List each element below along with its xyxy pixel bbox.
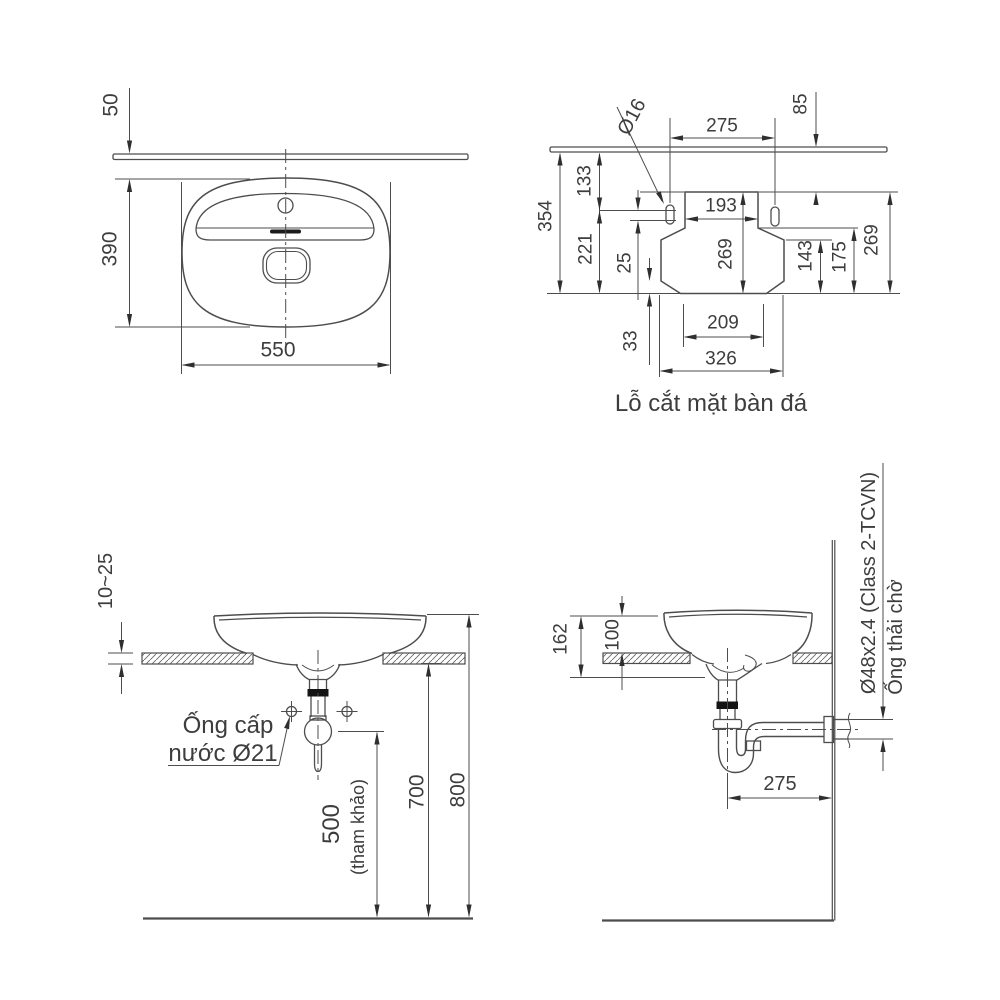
dim-supply-note: (tham khảo) [348, 778, 368, 876]
dim-175: 175 [829, 241, 851, 273]
dim-rim-height: 800 [446, 772, 470, 808]
dim-143: 143 [795, 240, 817, 272]
dim-hole-spacing: 275 [706, 115, 738, 137]
dim-supply-height: 500 [318, 803, 345, 845]
waste-pipe-label: Ø48x2.4 (Class 2-TCVN) [858, 471, 880, 695]
dim-neck-width: 193 [703, 195, 739, 217]
dim-overall-height: 354 [535, 200, 557, 232]
dim-counter-height: 700 [405, 774, 429, 810]
dim-hole-offset: 25 [614, 252, 636, 274]
dim-chamfer: 33 [620, 330, 642, 352]
front-view-arrows [118, 614, 472, 918]
dim-bowl-above: 100 [602, 619, 624, 651]
plan-view [112, 88, 469, 374]
cutout-view-arrows [557, 134, 893, 374]
dim-trap-to-wall: 275 [763, 773, 797, 795]
dim-wall-gap: 50 [99, 93, 123, 117]
plan-view-arrows [126, 140, 391, 368]
dim-wall-to-hole: 133 [574, 165, 596, 197]
dim-depth: 390 [98, 231, 122, 267]
dim-right-height: 269 [861, 224, 883, 256]
supply-label-line1: Ống cấp [182, 712, 274, 739]
dim-wall-to-top: 85 [790, 93, 812, 115]
dim-hole-to-bottom: 221 [575, 233, 597, 265]
dim-rim-to-under: 162 [550, 623, 572, 655]
dim-width: 550 [260, 338, 296, 362]
dim-bottom-inner: 209 [707, 312, 739, 334]
dim-center-height: 269 [715, 238, 737, 270]
side-view [570, 463, 893, 922]
front-view [108, 612, 479, 920]
side-view-arrows [578, 603, 886, 801]
cutout-caption: Lỗ cắt mặt bàn đá [614, 390, 808, 417]
cutout-view [547, 92, 900, 377]
dim-bottom-width: 326 [705, 348, 737, 370]
dim-counter-thickness: 10~25 [95, 552, 117, 610]
supply-label-line2: nước Ø21 [168, 740, 278, 767]
waiting-drain-label: Ống thải chờ [885, 579, 907, 695]
